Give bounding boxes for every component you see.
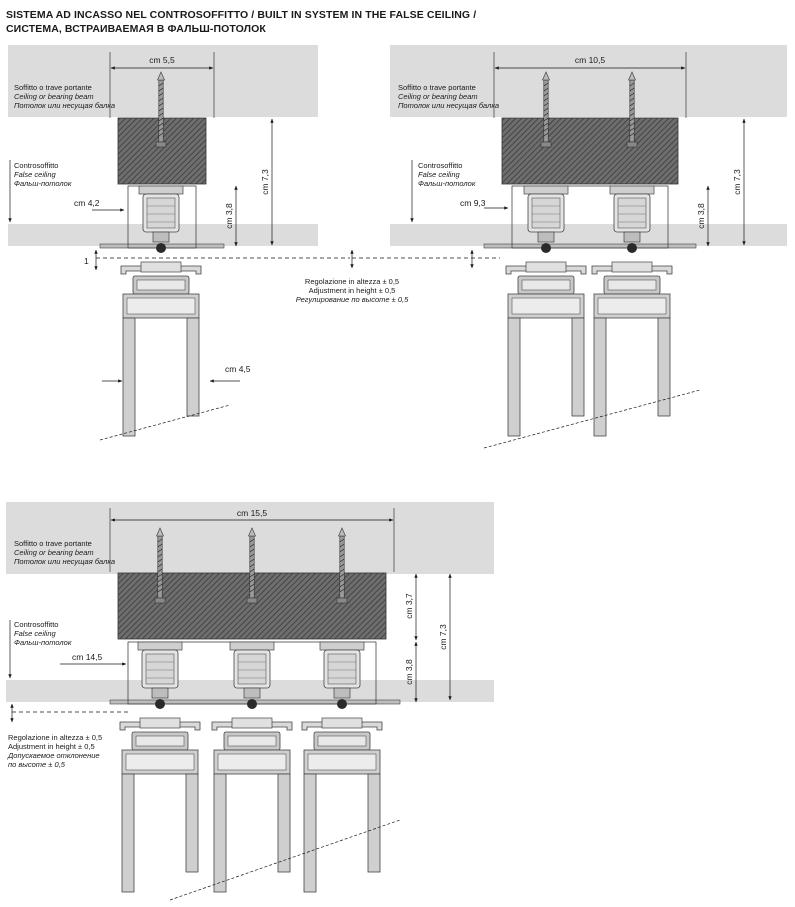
- dim-upper-height-label: cm 3,7: [404, 593, 414, 619]
- ceiling-label-it: Soffitto o trave portante: [14, 539, 92, 548]
- dim-inner-width-label: cm 4,2: [74, 198, 100, 208]
- page-title-line-2: СИСТЕМА, ВСТРАИВАЕМАЯ В ФАЛЬШ-ПОТОЛОК: [6, 23, 266, 35]
- dim-inner-width-label: cm 14,5: [72, 652, 103, 662]
- ceiling-label-ru: Потолок или несущая балка: [14, 101, 115, 110]
- ceiling-label-en: Ceiling or bearing beam: [14, 92, 94, 101]
- adjustment-note-top: Regolazione in altezza ± 0,5 Adjustment …: [296, 249, 409, 304]
- track-profile: [511, 185, 669, 249]
- adjustment-note-bottom: Regolazione in altezza ± 0,5 Adjustment …: [7, 733, 102, 769]
- false-ceiling-label-ru: Фальш-потолок: [14, 638, 72, 647]
- page-title-line-1: SISTEMA AD INCASSO NEL CONTROSOFFITTO / …: [6, 9, 477, 21]
- diagram-double: Soffitto o trave portante Ceiling or bea…: [352, 45, 787, 449]
- dim-width-label: cm 5,5: [149, 55, 175, 65]
- adjust-bottom-label-it: Regolazione in altezza ± 0,5: [8, 733, 102, 742]
- dim-track-height-label: cm 3,8: [696, 203, 706, 229]
- dim-panel-width-label: cm 4,5: [225, 364, 251, 374]
- false-ceiling-label-it: Controsoffitto: [418, 161, 462, 170]
- dim-offset-label: 1: [84, 256, 89, 266]
- false-ceiling-band: [390, 224, 787, 246]
- false-ceiling-label-en: False ceiling: [14, 629, 57, 638]
- adjust-label-it: Regolazione in altezza ± 0,5: [305, 277, 399, 286]
- ceiling-label-it: Soffitto o trave portante: [398, 83, 476, 92]
- ceiling-band: [390, 45, 787, 117]
- diagram-triple: Soffitto o trave portante Ceiling or bea…: [6, 502, 494, 901]
- diagram-single: Soffitto o trave portante Ceiling or bea…: [8, 45, 350, 441]
- door-profile: [301, 717, 383, 893]
- adjust-label-ru: Регулирование по высоте ± 0,5: [296, 295, 409, 304]
- ceiling-label-ru: Потолок или несущая балка: [398, 101, 499, 110]
- adjust-label-en: Adjustment in height ± 0,5: [309, 286, 396, 295]
- adjust-bottom-label-ru-2: по высоте ± 0,5: [8, 760, 66, 769]
- door-profile: [591, 261, 673, 437]
- ceiling-label-en: Ceiling or bearing beam: [398, 92, 478, 101]
- ceiling-label-it: Soffitto o trave portante: [14, 83, 92, 92]
- false-ceiling-label-it: Controsoffitto: [14, 161, 58, 170]
- door-profile: [211, 717, 293, 893]
- track-flange: [483, 243, 697, 249]
- false-ceiling-label-en: False ceiling: [418, 170, 461, 179]
- dim-width-label: cm 10,5: [575, 55, 606, 65]
- dim-track-height-label: cm 3,8: [224, 203, 234, 229]
- door-profile: [119, 717, 201, 893]
- false-ceiling-label-ru: Фальш-потолок: [14, 179, 72, 188]
- ceiling-label-ru: Потолок или несущая балка: [14, 557, 115, 566]
- adjust-bottom-label-ru-1: Допускаемое отклонение: [7, 751, 100, 760]
- ceiling-label-en: Ceiling or bearing beam: [14, 548, 94, 557]
- false-ceiling-label-ru: Фальш-потолок: [418, 179, 476, 188]
- false-ceiling-label-en: False ceiling: [14, 170, 57, 179]
- dim-beam-height-label: cm 7,3: [438, 624, 448, 650]
- dim-beam-height-label: cm 7,3: [260, 169, 270, 195]
- adjust-bottom-label-en: Adjustment in height ± 0,5: [8, 742, 95, 751]
- dim-track-height-label: cm 3,8: [404, 659, 414, 685]
- bearing-beam: [501, 117, 679, 185]
- dim-beam-height-label: cm 7,3: [732, 169, 742, 195]
- dim-inner-width-label: cm 9,3: [460, 198, 486, 208]
- false-ceiling-label-it: Controsoffitto: [14, 620, 58, 629]
- dim-width-label: cm 15,5: [237, 508, 268, 518]
- door-profile: [505, 261, 587, 437]
- door-profile: [120, 261, 202, 437]
